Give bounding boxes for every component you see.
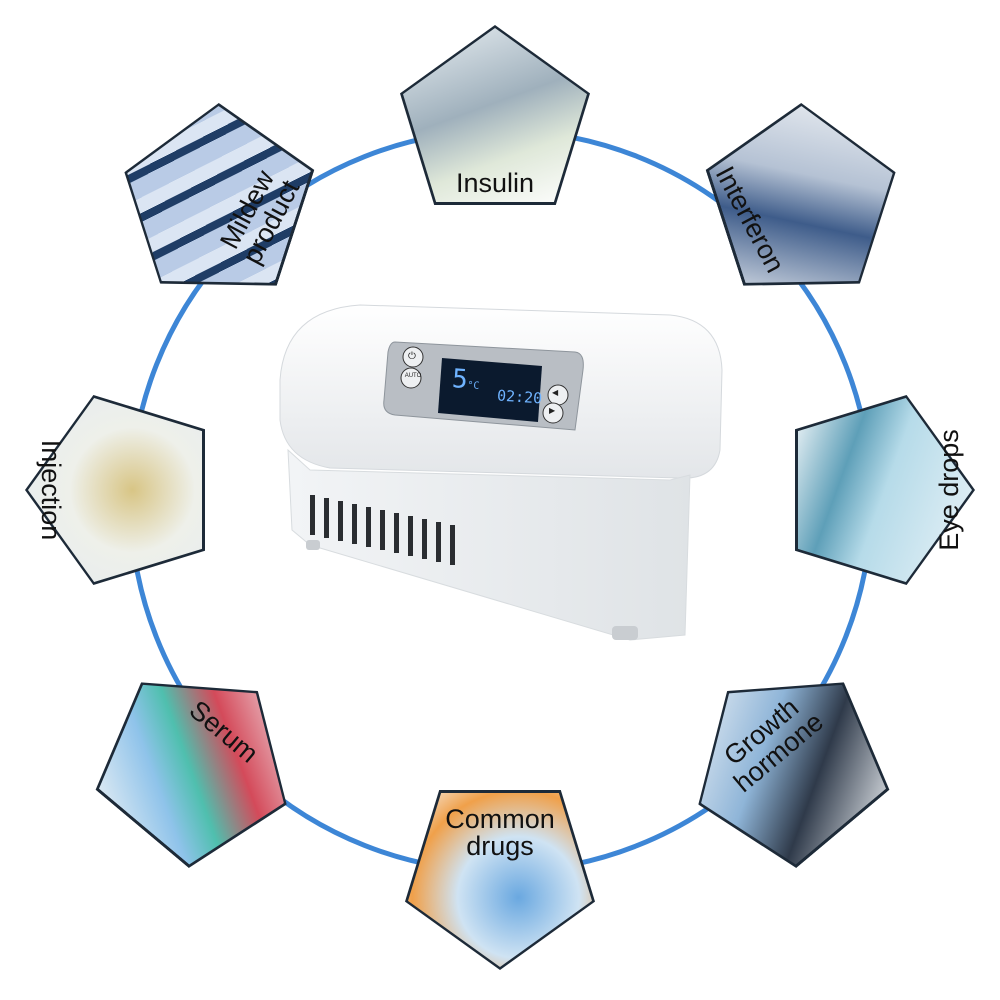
up-arrow-button[interactable]: ◀	[552, 388, 559, 397]
auto-button[interactable]: AUTO	[404, 373, 422, 379]
label-common: Common	[445, 804, 555, 834]
vent-slots	[310, 495, 455, 565]
lcd-temperature: 5°C	[451, 364, 481, 396]
temperature-unit: °C	[466, 380, 480, 392]
portable-insulin-refrigerator	[279, 304, 723, 641]
down-arrow-button[interactable]: ▶	[549, 406, 556, 415]
tile-injection: Injection	[25, 395, 205, 585]
label-insulin: Insulin	[455, 168, 535, 198]
label-injection: Injection	[36, 439, 66, 541]
tile-eye-drops: Eye drops	[795, 395, 975, 585]
label-eye-drops: Eye drops	[934, 429, 964, 551]
label-drugs: drugs	[466, 831, 534, 861]
lcd-time: 02:20	[496, 386, 543, 408]
power-icon[interactable]: ⏻	[408, 351, 416, 362]
tile-insulin: Insulin	[400, 25, 590, 205]
